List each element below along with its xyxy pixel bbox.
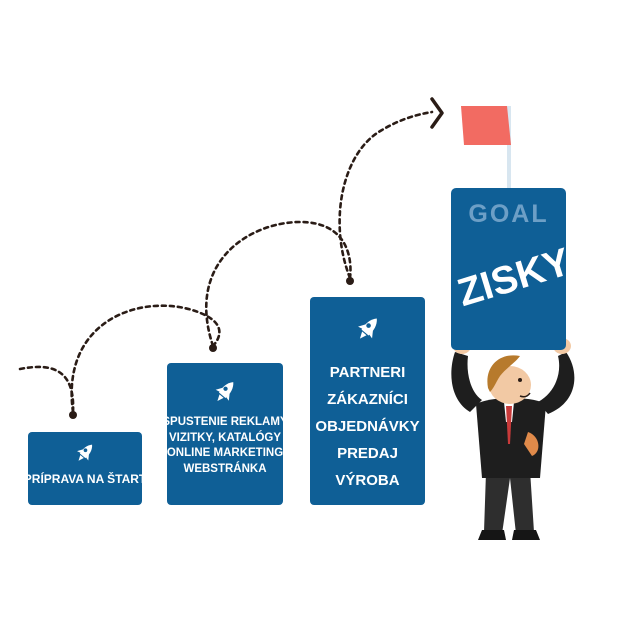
step-line: ONLINE MARKETING <box>166 447 284 459</box>
step-line: PRÍPRAVA NA ŠTART <box>23 472 147 486</box>
step-line: SPUSTENIE REKLAMY <box>162 416 288 428</box>
left-arm <box>451 352 482 412</box>
rocket-icon <box>215 382 234 402</box>
rocket-icon <box>77 444 93 461</box>
step-box-sales: PARTNERI ZÁKAZNÍCI OBJEDNÁVKY PREDAJ VÝR… <box>310 297 425 505</box>
legs <box>484 470 534 534</box>
step-box-advertising: SPUSTENIE REKLAMY VIZITKY, KATALÓGY ONLI… <box>162 363 288 505</box>
torso <box>476 398 546 478</box>
path-segment-2 <box>70 304 221 414</box>
step-box-start: PRÍPRAVA NA ŠTART <box>24 432 146 505</box>
hair <box>487 355 520 392</box>
path-dot <box>346 277 354 285</box>
goal-text: ZISKY <box>452 240 576 316</box>
step-line: VIZITKY, KATALÓGY <box>168 431 282 444</box>
flag-icon <box>461 106 511 145</box>
arrow-head-icon <box>430 97 444 129</box>
path-dot <box>209 344 217 352</box>
step-line: ZÁKAZNÍCI <box>327 391 408 408</box>
path-segment-4 <box>338 110 434 280</box>
right-arm <box>538 352 575 414</box>
step-line: PREDAJ <box>337 445 398 462</box>
goal-board: GOAL ZISKY <box>451 188 576 350</box>
step-line: WEBSTRÁNKA <box>183 462 267 475</box>
goal-label: GOAL <box>468 200 549 228</box>
rocket-icon <box>357 318 377 339</box>
path-dot <box>69 411 77 419</box>
flag-pole <box>507 106 511 190</box>
path-segment-3 <box>205 220 352 348</box>
step-line: OBJEDNÁVKY <box>315 418 420 435</box>
step-line: PARTNERI <box>329 364 406 381</box>
step-line: VÝROBA <box>335 472 400 489</box>
